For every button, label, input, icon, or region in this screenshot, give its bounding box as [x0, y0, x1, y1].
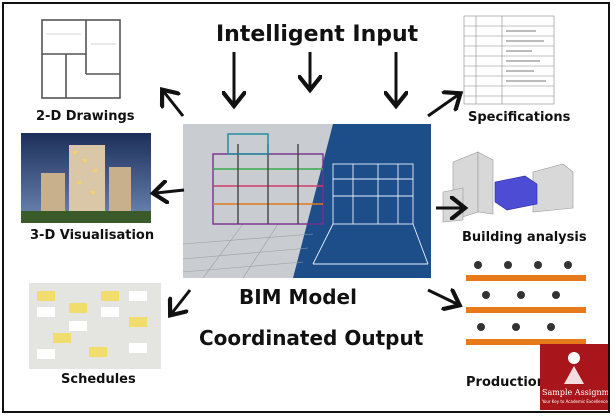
- intelligent-input-title: Intelligent Input: [216, 22, 419, 47]
- arrow-to-3d: [156, 190, 185, 193]
- arrow-to-specifications: [427, 95, 458, 118]
- building-analysis-label: Building analysis: [462, 230, 587, 245]
- diagram-frame: [2, 2, 610, 413]
- spec-table-image: [462, 14, 556, 106]
- sample-assignment-logo: Sample Assignment Your Key to Academic E…: [540, 344, 608, 410]
- floor-plan-image: [36, 14, 126, 104]
- bim-model-title: BIM Model: [239, 285, 357, 309]
- schedules-label: Schedules: [61, 372, 136, 387]
- tower-render-image: [21, 133, 151, 223]
- arrow-to-schedules: [172, 289, 192, 313]
- watermark-line2: Your Key to Academic Excellence: [542, 399, 608, 404]
- coordinated-output-title: Coordinated Output: [199, 326, 424, 350]
- specifications-label: Specifications: [468, 110, 571, 125]
- arrow-to-2d: [164, 92, 185, 117]
- schedule-board-image: [29, 283, 161, 369]
- visualisation-3d-label: 3-D Visualisation: [30, 228, 155, 243]
- watermark-line1: Sample Assignment: [542, 388, 608, 397]
- arrow-to-production: [427, 290, 457, 304]
- drawings-2d-label: 2-D Drawings: [36, 109, 135, 124]
- bim-model-image: [183, 124, 431, 278]
